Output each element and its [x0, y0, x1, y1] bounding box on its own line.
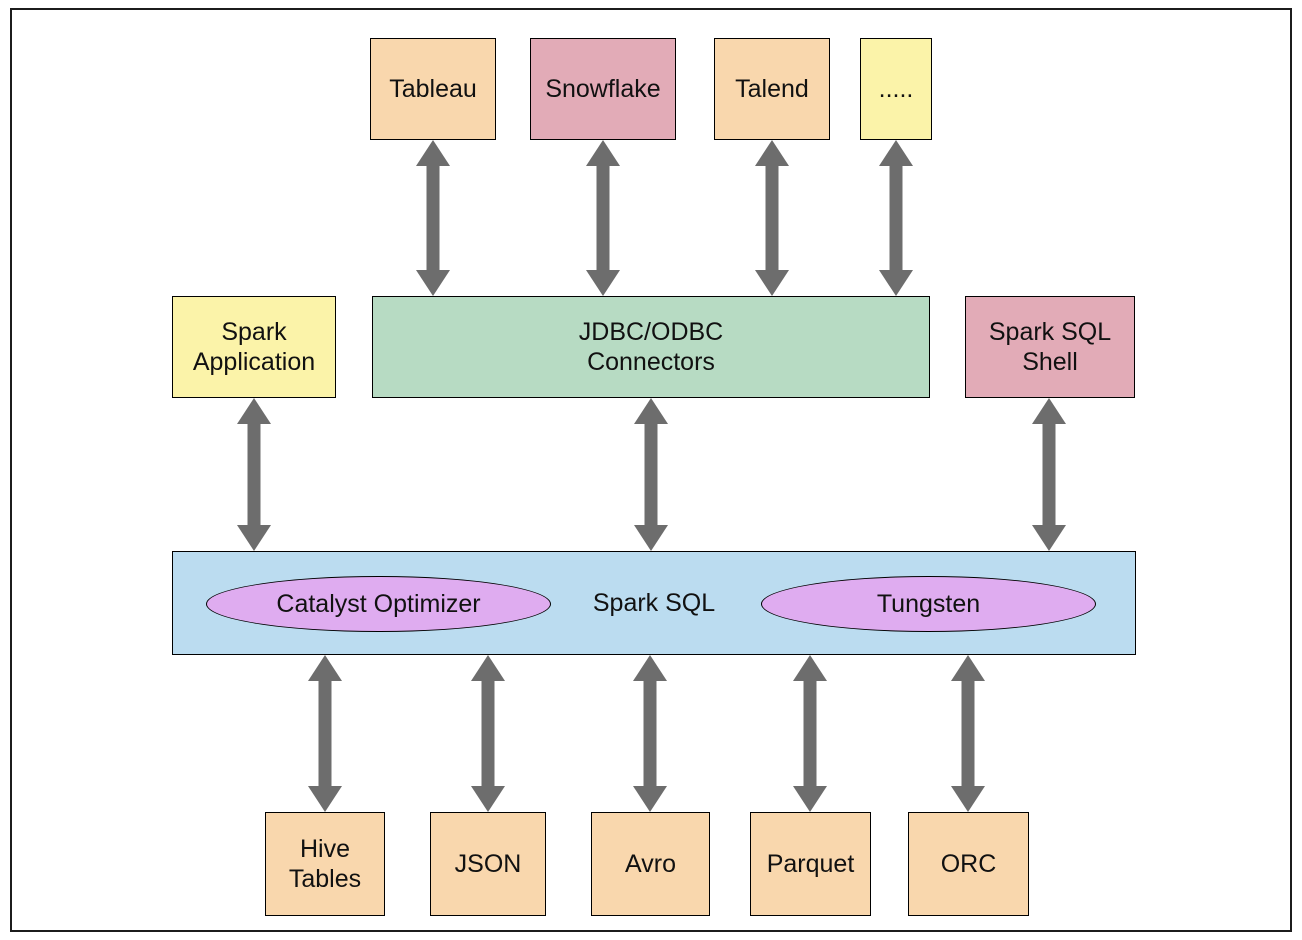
arrowhead-up-icon	[471, 655, 505, 681]
node-label: ORC	[940, 849, 997, 878]
node-tungsten: Tungsten	[761, 576, 1096, 632]
node-snowflake: Snowflake	[530, 38, 676, 140]
arrow-shaft	[644, 421, 658, 528]
arrowhead-up-icon	[237, 398, 271, 424]
arrowhead-down-icon	[951, 786, 985, 812]
arrowhead-down-icon	[1032, 525, 1066, 551]
arrowhead-down-icon	[586, 270, 620, 296]
arrow-shaft	[765, 163, 779, 273]
double-arrow-icon	[950, 655, 986, 812]
node-others: .....	[860, 38, 932, 140]
node-tableau: Tableau	[370, 38, 496, 140]
arrowhead-up-icon	[634, 398, 668, 424]
arrow-shaft	[643, 678, 657, 789]
arrowhead-down-icon	[416, 270, 450, 296]
arrow-shaft	[1042, 421, 1056, 528]
double-arrow-icon	[236, 398, 272, 551]
double-arrow-icon	[878, 140, 914, 296]
arrowhead-up-icon	[308, 655, 342, 681]
node-avro: Avro	[591, 812, 710, 916]
node-label: Hive Tables	[288, 834, 362, 894]
node-json: JSON	[430, 812, 546, 916]
node-label: Avro	[625, 849, 676, 878]
double-arrow-icon	[415, 140, 451, 296]
double-arrow-icon	[470, 655, 506, 812]
node-talend: Talend	[714, 38, 830, 140]
double-arrow-icon	[633, 398, 669, 551]
arrow-shaft	[247, 421, 261, 528]
arrowhead-down-icon	[793, 786, 827, 812]
arrowhead-down-icon	[471, 786, 505, 812]
double-arrow-icon	[307, 655, 343, 812]
node-spark-sql-core: Spark SQL Catalyst Optimizer Tungsten	[172, 551, 1136, 655]
double-arrow-icon	[1031, 398, 1067, 551]
arrowhead-down-icon	[308, 786, 342, 812]
node-spark-application: Spark Application	[172, 296, 336, 398]
node-label: .....	[878, 74, 914, 103]
arrowhead-down-icon	[634, 525, 668, 551]
node-jdbc-odbc-connectors: JDBC/ODBC Connectors	[372, 296, 930, 398]
arrowhead-up-icon	[633, 655, 667, 681]
node-label: Talend	[735, 74, 809, 103]
arrow-shaft	[961, 678, 975, 789]
arrow-shaft	[803, 678, 817, 789]
node-spark-sql-shell: Spark SQL Shell	[965, 296, 1135, 398]
double-arrow-icon	[632, 655, 668, 812]
node-label: JDBC/ODBC Connectors	[578, 317, 724, 377]
double-arrow-icon	[792, 655, 828, 812]
arrow-shaft	[318, 678, 332, 789]
arrowhead-up-icon	[793, 655, 827, 681]
node-label: Spark Application	[192, 317, 316, 377]
arrow-shaft	[889, 163, 903, 273]
arrowhead-down-icon	[633, 786, 667, 812]
arrow-shaft	[426, 163, 440, 273]
node-orc: ORC	[908, 812, 1029, 916]
node-catalyst-optimizer: Catalyst Optimizer	[206, 576, 551, 632]
arrowhead-up-icon	[755, 140, 789, 166]
double-arrow-icon	[754, 140, 790, 296]
arrowhead-up-icon	[951, 655, 985, 681]
arrow-shaft	[596, 163, 610, 273]
double-arrow-icon	[585, 140, 621, 296]
arrowhead-up-icon	[586, 140, 620, 166]
node-label: Catalyst Optimizer	[276, 589, 481, 618]
arrowhead-up-icon	[416, 140, 450, 166]
node-label: Snowflake	[545, 74, 661, 103]
arrowhead-down-icon	[755, 270, 789, 296]
node-label: JSON	[454, 849, 522, 878]
node-parquet: Parquet	[750, 812, 871, 916]
arrowhead-up-icon	[1032, 398, 1066, 424]
node-label: Parquet	[766, 849, 855, 878]
node-label: Spark SQL Shell	[988, 317, 1112, 377]
arrowhead-down-icon	[237, 525, 271, 551]
node-label: Tableau	[389, 74, 477, 103]
node-hive-tables: Hive Tables	[265, 812, 385, 916]
node-label: Tungsten	[876, 589, 981, 618]
arrowhead-up-icon	[879, 140, 913, 166]
arrowhead-down-icon	[879, 270, 913, 296]
arrow-shaft	[481, 678, 495, 789]
